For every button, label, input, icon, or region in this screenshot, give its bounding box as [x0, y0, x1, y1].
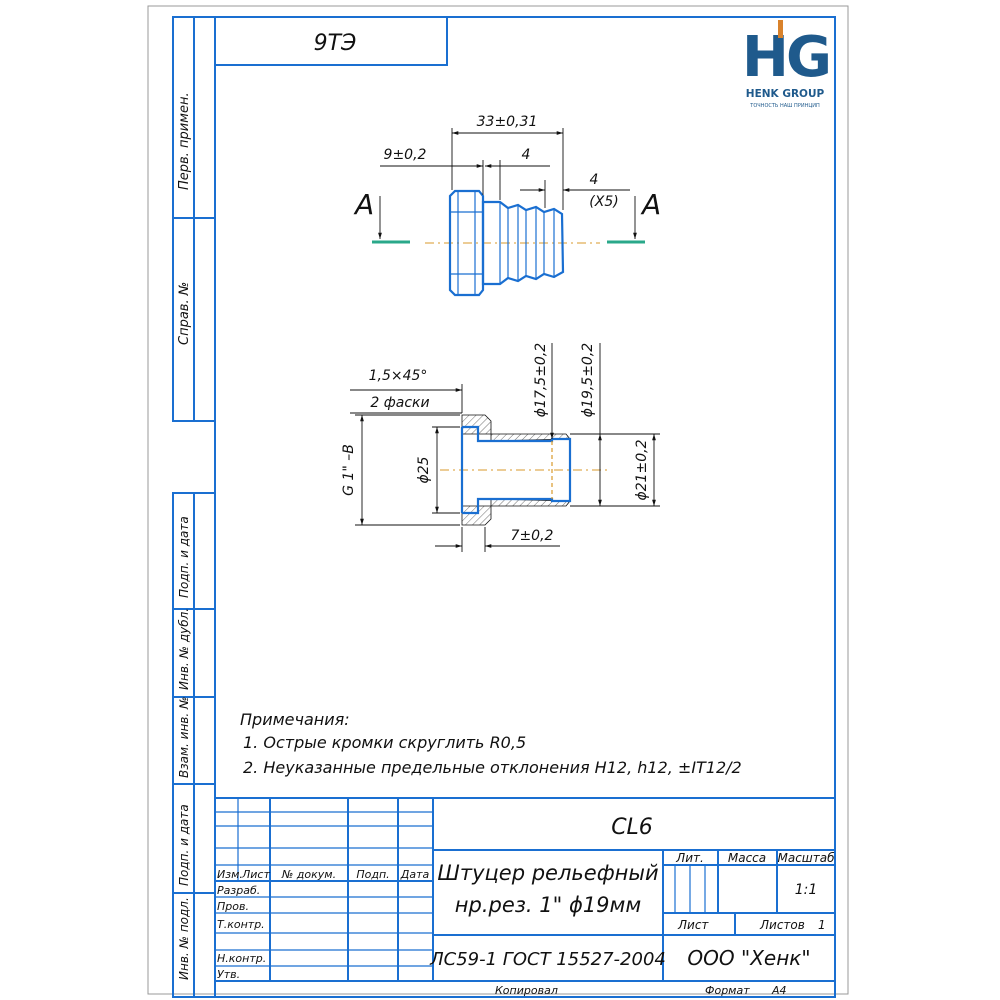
wall-head-top: [461, 414, 492, 435]
company-logo: H G HENK GROUP ТОЧНОСТЬ НАШ ПРИНЦИП: [742, 20, 832, 109]
side-label-perv: Перв. примен.: [177, 92, 192, 190]
lit-label: Лит.: [675, 851, 704, 865]
note-1: 1. Острые кромки скруглить R0,5: [243, 733, 526, 752]
note-2: 2. Неуказанные предельные отклонения H12…: [243, 758, 742, 777]
logo-letter-g: G: [786, 25, 832, 90]
code-stamp: 9ТЭ: [214, 16, 448, 66]
role-razrab: Разраб.: [217, 884, 260, 897]
dim-total: 33±0,31: [477, 114, 538, 130]
dim-d195: ϕ19,5±0,2: [580, 343, 596, 417]
section-letter-right: А: [640, 188, 661, 221]
role-nkontr: Н.контр.: [217, 952, 266, 965]
side-view: А А 33±0,31 9±0,2 4 4 (X5): [353, 114, 661, 297]
company-name: ООО "Хенк": [687, 946, 810, 970]
side-label-podp2: Подп. и дата: [177, 804, 191, 886]
hdr-doc: № докум.: [281, 868, 336, 881]
left-strip: Перв. примен. Справ. № Подп. и дата Инв.…: [172, 16, 216, 998]
logo-brand: HENK GROUP: [746, 88, 825, 100]
section-view: 1,5×45° 2 фаски G 1" –B ϕ25 ϕ17,5±0,2 ϕ1…: [341, 343, 660, 552]
dim-d25: ϕ25: [416, 456, 432, 483]
dim-chamfer-note: 2 фаски: [370, 395, 429, 411]
sheet-label: Лист: [677, 918, 709, 932]
dim-thread: G 1" –B: [341, 444, 357, 496]
side-label-podp1: Подп. и дата: [177, 516, 191, 598]
section-letter-left: А: [353, 188, 374, 221]
hdr-sign: Подп.: [356, 868, 389, 881]
mass-label: Масса: [728, 851, 766, 865]
dim-groove: 4: [522, 147, 531, 163]
dim-count: (X5): [589, 194, 618, 210]
material-spec: ЛС59-1 ГОСТ 15527-2004: [429, 949, 666, 970]
title-block: Изм. Лист № докум. Подп. Дата Разраб. Пр…: [214, 797, 836, 997]
hdr-date: Дата: [400, 868, 430, 881]
logo-slogan: ТОЧНОСТЬ НАШ ПРИНЦИП: [749, 103, 820, 109]
role-tkontr: Т.контр.: [217, 918, 265, 931]
sheets-label: Листов: [759, 918, 805, 932]
sheets-value: 1: [818, 918, 826, 932]
format-value: А4: [771, 984, 787, 997]
notes-title: Примечания:: [240, 710, 350, 729]
format-label: Формат: [705, 984, 750, 997]
dim-chamfer: 1,5×45°: [369, 368, 428, 384]
part-name-line1: Штуцер рельефный: [437, 861, 658, 885]
dim-len7: 7±0,2: [511, 528, 554, 544]
hex-head: [448, 189, 485, 297]
copied-label: Копировал: [495, 984, 558, 997]
dim-d21: ϕ21±0,2: [634, 439, 650, 500]
hdr-izm: Изм.: [217, 868, 243, 881]
wall-shank-bottom: [490, 498, 571, 507]
inner-bore: [462, 425, 572, 515]
material-mark: СL6: [611, 815, 653, 840]
side-label-inv-podl: Инв. № подл.: [177, 897, 191, 980]
side-label-vzam: Взам. инв. №: [177, 697, 191, 778]
dim-d175: ϕ17,5±0,2: [533, 343, 549, 417]
dim-end: 4: [590, 172, 599, 188]
role-utv: Утв.: [217, 968, 240, 981]
code-stamp-text: 9ТЭ: [314, 31, 357, 56]
notes: Примечания: 1. Острые кромки скруглить R…: [240, 710, 742, 777]
side-label-sprav: Справ. №: [177, 282, 192, 345]
hdr-list: Лист: [241, 868, 270, 881]
role-prov: Пров.: [217, 900, 249, 913]
logo-orange-mark: [778, 20, 783, 38]
scale-value: 1:1: [795, 882, 818, 898]
scale-label: Масштаб: [777, 851, 835, 865]
side-label-inv-dubl: Инв. № дубл.: [177, 608, 191, 690]
wall-head-bottom: [461, 505, 492, 526]
sheet-border: [147, 5, 849, 995]
dim-head: 9±0,2: [384, 147, 427, 163]
part-name-line2: нр.рез. 1" ϕ19мм: [455, 893, 642, 917]
